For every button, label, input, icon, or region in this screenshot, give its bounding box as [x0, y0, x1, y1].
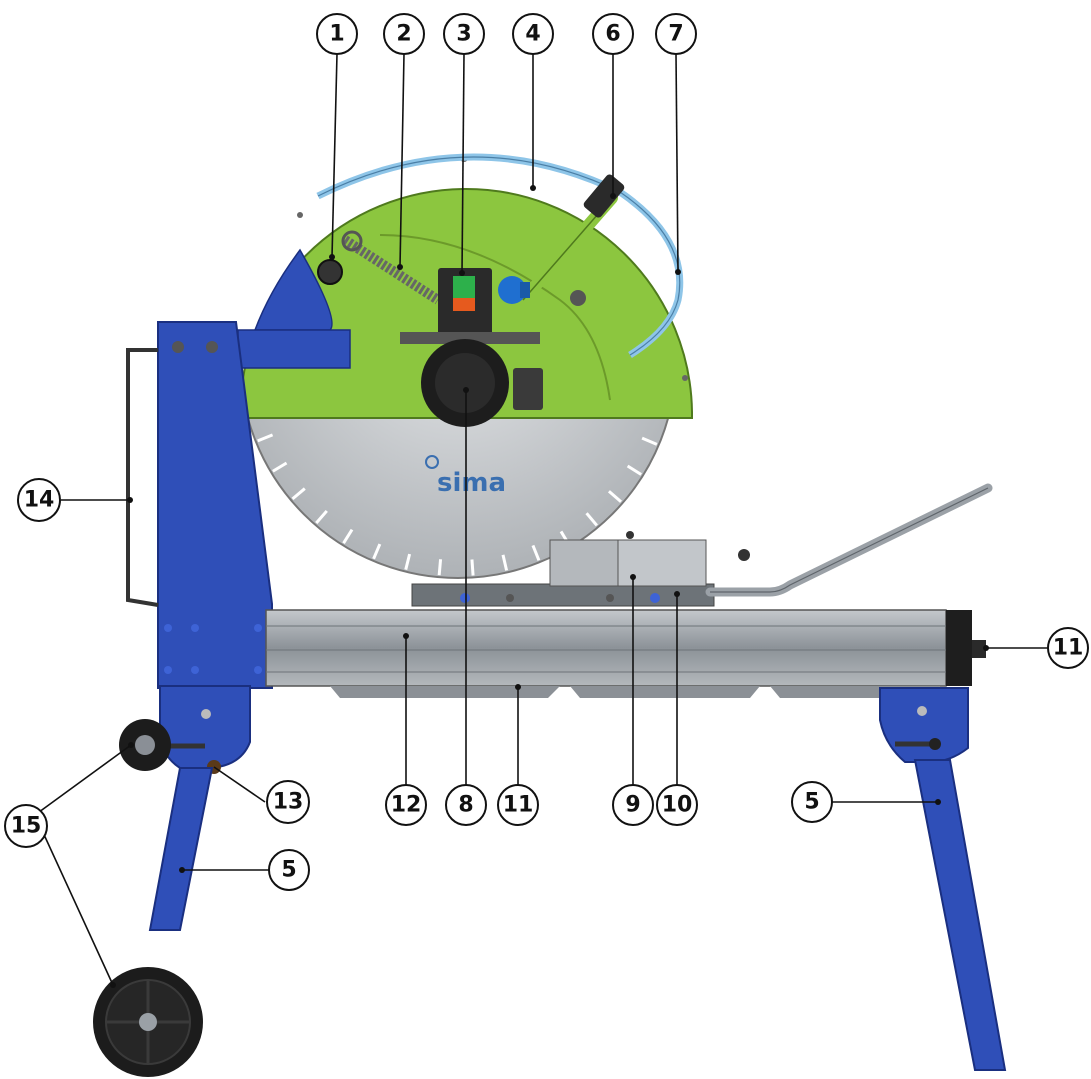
callout-15: 15 [4, 804, 48, 848]
callout-5-left-label: 5 [281, 858, 296, 883]
blade-tooth-mark [437, 559, 443, 576]
callout-7: 7 [655, 13, 697, 55]
callout-8-label: 8 [458, 793, 473, 818]
callout-14-label: 14 [24, 488, 55, 513]
callout-11-right-label: 11 [1053, 636, 1084, 661]
left-leg [148, 767, 214, 931]
tension-spring [341, 230, 441, 305]
callout-2-label: 2 [396, 22, 411, 47]
callout-12-label: 12 [391, 793, 422, 818]
callout-5-right-label: 5 [804, 790, 819, 815]
callout-9: 9 [612, 784, 654, 826]
blade-tooth-mark [404, 553, 412, 570]
callout-6: 6 [592, 13, 634, 55]
callout-9-label: 9 [625, 793, 640, 818]
callout-3-label: 3 [456, 22, 471, 47]
motor [400, 268, 543, 427]
callout-15-label: 15 [11, 814, 42, 839]
callout-5-right: 5 [791, 781, 833, 823]
callout-1: 1 [316, 13, 358, 55]
blade-tooth-mark [531, 544, 541, 561]
table-rail [265, 609, 986, 698]
callout-13: 13 [266, 780, 310, 824]
blade-tooth-mark [372, 543, 382, 560]
blade-tooth-mark [585, 512, 598, 527]
callout-11-right: 11 [1047, 627, 1089, 669]
large-wheel [93, 967, 203, 1077]
saw-blade: sima [246, 418, 670, 579]
water-hose-outline [317, 156, 681, 356]
callout-6-label: 6 [605, 22, 620, 47]
callout-2: 2 [383, 13, 425, 55]
side-handle [126, 348, 159, 607]
callout-3: 3 [443, 13, 485, 55]
blade-tooth-mark [257, 433, 274, 443]
blade-tooth-mark [470, 559, 475, 576]
callout-10: 10 [656, 784, 698, 826]
callout-1-label: 1 [329, 22, 344, 47]
callout-4-label: 4 [525, 22, 540, 47]
blade-tooth-mark [501, 554, 509, 571]
callout-4: 4 [512, 13, 554, 55]
push-handle [705, 483, 993, 597]
push-handle-outline [710, 487, 989, 593]
pivot-bolt [317, 259, 343, 285]
cutting-handle [517, 174, 625, 306]
callout-12: 12 [385, 784, 427, 826]
blade-tooth-mark [291, 487, 306, 500]
callout-5-left: 5 [268, 849, 310, 891]
right-leg-bracket [879, 687, 969, 763]
leader-dots [110, 185, 989, 988]
blade-tooth-mark [342, 528, 354, 544]
blade-tooth-mark [272, 461, 288, 473]
blade-tooth-mark [626, 464, 642, 476]
brand-logo: sima [437, 468, 506, 498]
blade-tooth-mark [315, 509, 328, 525]
right-leg [913, 759, 1007, 1071]
blade-tooth-mark [607, 490, 623, 503]
callout-11-bottom-label: 11 [503, 793, 534, 818]
saw-arm [237, 329, 351, 369]
brand-logo-icon [425, 455, 439, 469]
callout-13-label: 13 [273, 790, 304, 815]
callout-8: 8 [445, 784, 487, 826]
leader-lines [34, 53, 1058, 986]
callout-7-label: 7 [668, 22, 683, 47]
small-wheel [119, 719, 171, 771]
callout-11-bottom: 11 [497, 784, 539, 826]
callout-10-label: 10 [662, 793, 693, 818]
callout-14: 14 [17, 478, 61, 522]
blade-tooth-mark [641, 436, 658, 446]
